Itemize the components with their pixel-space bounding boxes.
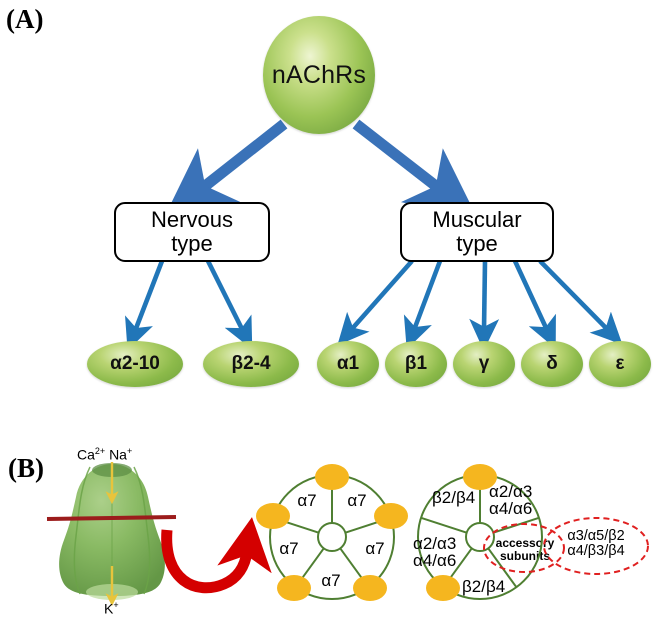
accessory-subunit-highlight [483,517,649,575]
root-to-nervous-arrow [163,119,288,219]
panel-b-label: (B) [8,453,44,483]
muscular-type-label: Muscular type [432,207,522,256]
homomeric-ach-sites [256,464,408,601]
root-to-muscular-arrow [352,119,478,219]
accessory-callout-label: α3/α5/β2 α4/β3/β4 [567,528,625,560]
homomeric-segment-label-3: α7 [365,539,385,558]
accessory-subunit-ellipse [483,523,565,573]
homomeric-segment-label-5: α7 [279,539,299,558]
heteromeric-segment-label-beta-top: β2/β4 [432,488,476,507]
heteromeric-segment-label-beta-bottom: β2/β4 [462,577,506,596]
subunit-node-epsilon[interactable]: ε [589,341,651,387]
potassium-efflux-label: K+ [104,600,119,617]
category-box-nervous-type[interactable]: Nervous type [114,202,270,262]
heteromeric-segment-label-alpha-top: α2/α3 α4/α6 [489,482,533,519]
heteromeric-ach-sites [426,464,497,601]
membrane-plane-line [46,515,177,521]
panel-a-label: (A) [6,4,44,34]
subunit-node-gamma[interactable]: γ [453,341,515,387]
subunit-node-beta2-4[interactable]: β2-4 [203,341,299,387]
expand-view-red-arrow [161,517,272,594]
nervous-type-label: Nervous type [151,207,233,256]
cation-influx-label: Ca2+ Na+ [77,446,133,463]
heteromeric-segment-label-alpha-left: α2/α3 α4/α6 [413,534,457,571]
category-box-muscular-type[interactable]: Muscular type [400,202,554,262]
homomeric-pore [317,522,347,552]
subunit-node-beta1[interactable]: β1 [385,341,447,387]
subunit-node-delta[interactable]: δ [521,341,583,387]
ion-channel-diagram [46,462,177,607]
homomeric-segment-label-1: α7 [297,491,317,510]
muscular-subunit-arrows [337,259,623,351]
subunit-node-alpha2-10[interactable]: α2-10 [87,341,183,387]
accessory-callout-ellipse [543,517,649,575]
nervous-subunit-arrows [125,259,253,351]
homomeric-segment-label-2: α7 [347,491,367,510]
subunit-node-alpha1[interactable]: α1 [317,341,379,387]
root-node-nachrs[interactable]: nAChRs [263,16,375,134]
homomeric-segment-label-4: α7 [321,571,341,590]
